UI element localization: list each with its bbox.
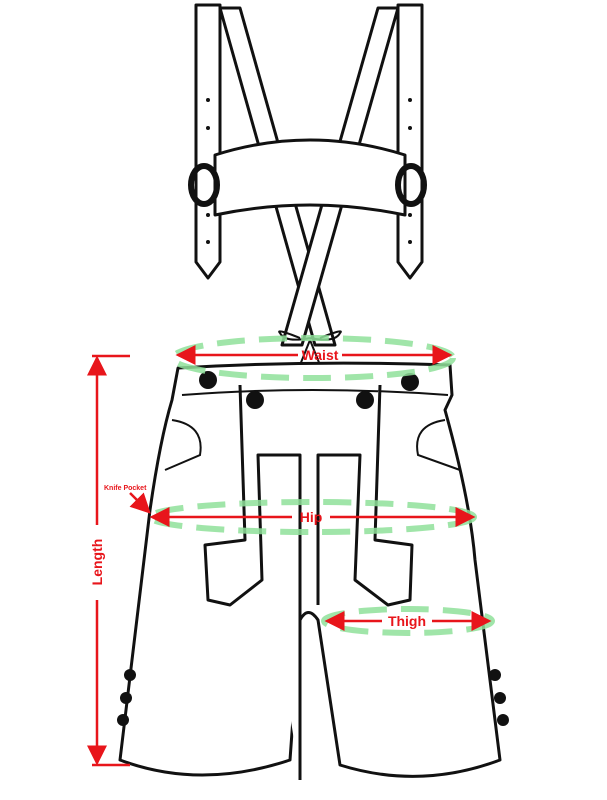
thigh-label: Thigh: [388, 613, 426, 629]
thigh-guide: [321, 606, 495, 636]
shorts: [117, 361, 509, 780]
chest-plate: [213, 138, 407, 217]
right-strap: [396, 3, 424, 280]
waist-guide: [170, 335, 456, 381]
right-buckle: [395, 163, 427, 207]
length-label: Length: [89, 539, 105, 586]
shorts-outline: [118, 361, 502, 778]
left-strap: [194, 3, 222, 280]
knife-pocket-label: Knife Pocket: [104, 485, 147, 492]
hip-label: Hip: [300, 509, 323, 525]
waist-label: Waist: [302, 347, 339, 363]
measurements: Waist Hip Thigh Length Knife Pocket: [87, 345, 492, 767]
suspenders: [188, 3, 427, 366]
left-buckle: [188, 163, 220, 207]
